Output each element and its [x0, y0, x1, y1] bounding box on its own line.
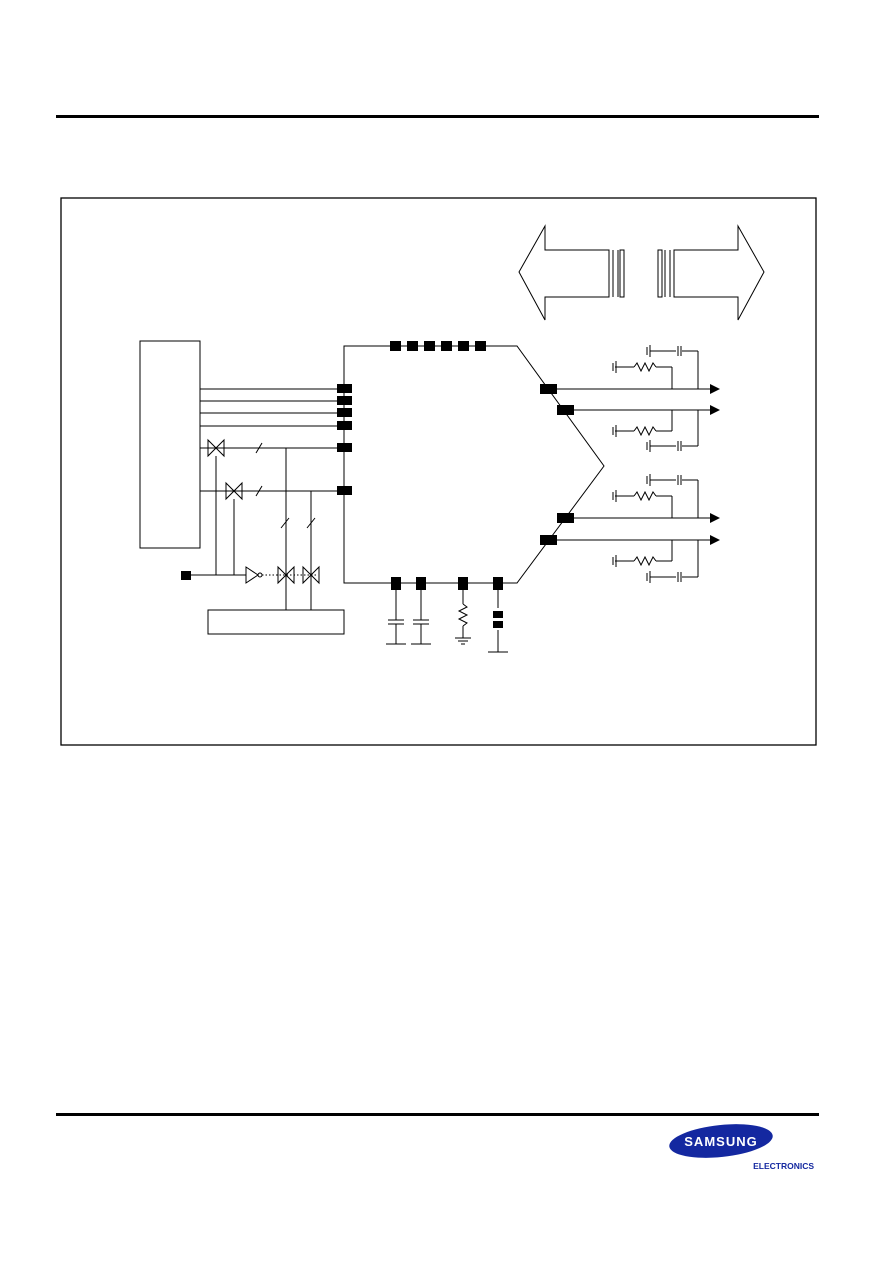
transmission-gate-1: [207, 438, 225, 458]
output-arrow-1: [710, 384, 720, 394]
pin-top-4: [441, 341, 452, 351]
inverter-buffer: [245, 566, 259, 584]
pin-bottom-4: [493, 577, 503, 590]
pin-right-1: [540, 384, 557, 394]
pin-top-6: [475, 341, 486, 351]
figure-frame: [60, 197, 817, 746]
output-arrow-3: [710, 513, 720, 523]
pin-right-4: [540, 535, 557, 545]
output-arrow-2: [710, 405, 720, 415]
pin-left-5: [337, 443, 352, 452]
logo-ellipse: [669, 1124, 773, 1158]
pin-left-1: [337, 384, 352, 393]
controller-block: [139, 340, 201, 549]
header-rule: [56, 115, 819, 118]
bus-arrow-left: [518, 224, 625, 321]
pin-bottom-2: [416, 577, 426, 590]
logo-division: ELECTRONICS: [753, 1161, 814, 1171]
pin-left-2: [337, 396, 352, 405]
pin-left-6: [337, 486, 352, 495]
pin-top-3: [424, 341, 435, 351]
pin-top-1: [390, 341, 401, 351]
footer-rule: [56, 1113, 819, 1116]
lower-block: [207, 609, 345, 635]
transmission-gate-2: [225, 481, 243, 501]
pin-bottom-1: [391, 577, 401, 590]
output-arrow-4: [710, 535, 720, 545]
pin-top-2: [407, 341, 418, 351]
transmission-gate-4: [302, 565, 320, 585]
pin-left-4: [337, 421, 352, 430]
pin-top-5: [458, 341, 469, 351]
pin-right-3: [557, 513, 574, 523]
logo-brand: SAMSUNG: [684, 1134, 757, 1149]
application-circuit-diagram: [60, 197, 817, 746]
input-pin: [181, 571, 191, 580]
bus-arrow-right: [657, 224, 765, 321]
crystal: [493, 611, 503, 618]
main-ic-outline: [343, 345, 605, 584]
transmission-gate-3: [277, 565, 295, 585]
pin-bottom-3: [458, 577, 468, 590]
pin-right-2: [557, 405, 574, 415]
pin-left-3: [337, 408, 352, 417]
